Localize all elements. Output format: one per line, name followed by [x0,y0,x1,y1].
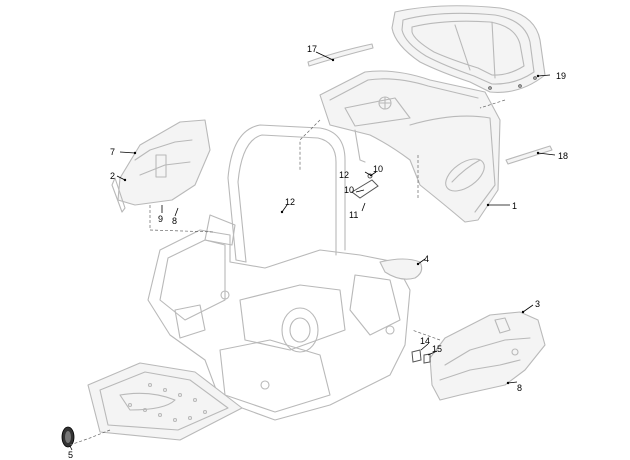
part-19-canopy [391,5,546,93]
callout-18: 18 [558,151,568,161]
floor-plate [87,362,243,441]
callout-11: 11 [349,210,358,220]
callout-3: 3 [535,299,540,309]
callout-leaders [69,51,556,451]
callout-7: 7 [110,147,115,157]
callout-19: 19 [556,71,566,81]
callout-8-left: 8 [172,216,177,226]
part-18-strip [505,145,553,165]
callout-4: 4 [424,254,429,264]
part-1-hood [319,70,501,223]
dashed-guide-lines [69,99,506,446]
rops-frame [227,124,346,263]
leader-arrowheads [123,58,540,385]
callout-15: 15 [432,344,442,354]
callout-10-bottom: 10 [344,185,354,195]
floor-plate-holes [127,382,208,423]
callout-8-right: 8 [517,383,522,393]
callout-2: 2 [110,171,115,181]
callout-14: 14 [420,336,430,346]
part-17-strip [307,43,374,67]
callout-9: 9 [158,214,163,224]
callout-labels: 17 19 18 1 7 2 9 8 12 12 10 10 11 4 3 14… [68,44,568,460]
part-14-15-brackets [411,349,431,364]
part-5-badge [61,426,75,448]
part-2-left-panel [111,119,211,213]
part-10-11-bracket [351,173,379,199]
callout-12-center: 12 [285,197,295,207]
callout-12-right: 12 [339,170,349,180]
callout-5: 5 [68,450,73,460]
part-3-right-panel [429,311,546,401]
callout-17: 17 [307,44,317,54]
part-4-handle [379,258,423,280]
callout-10-top: 10 [373,164,383,174]
callout-1: 1 [512,201,517,211]
